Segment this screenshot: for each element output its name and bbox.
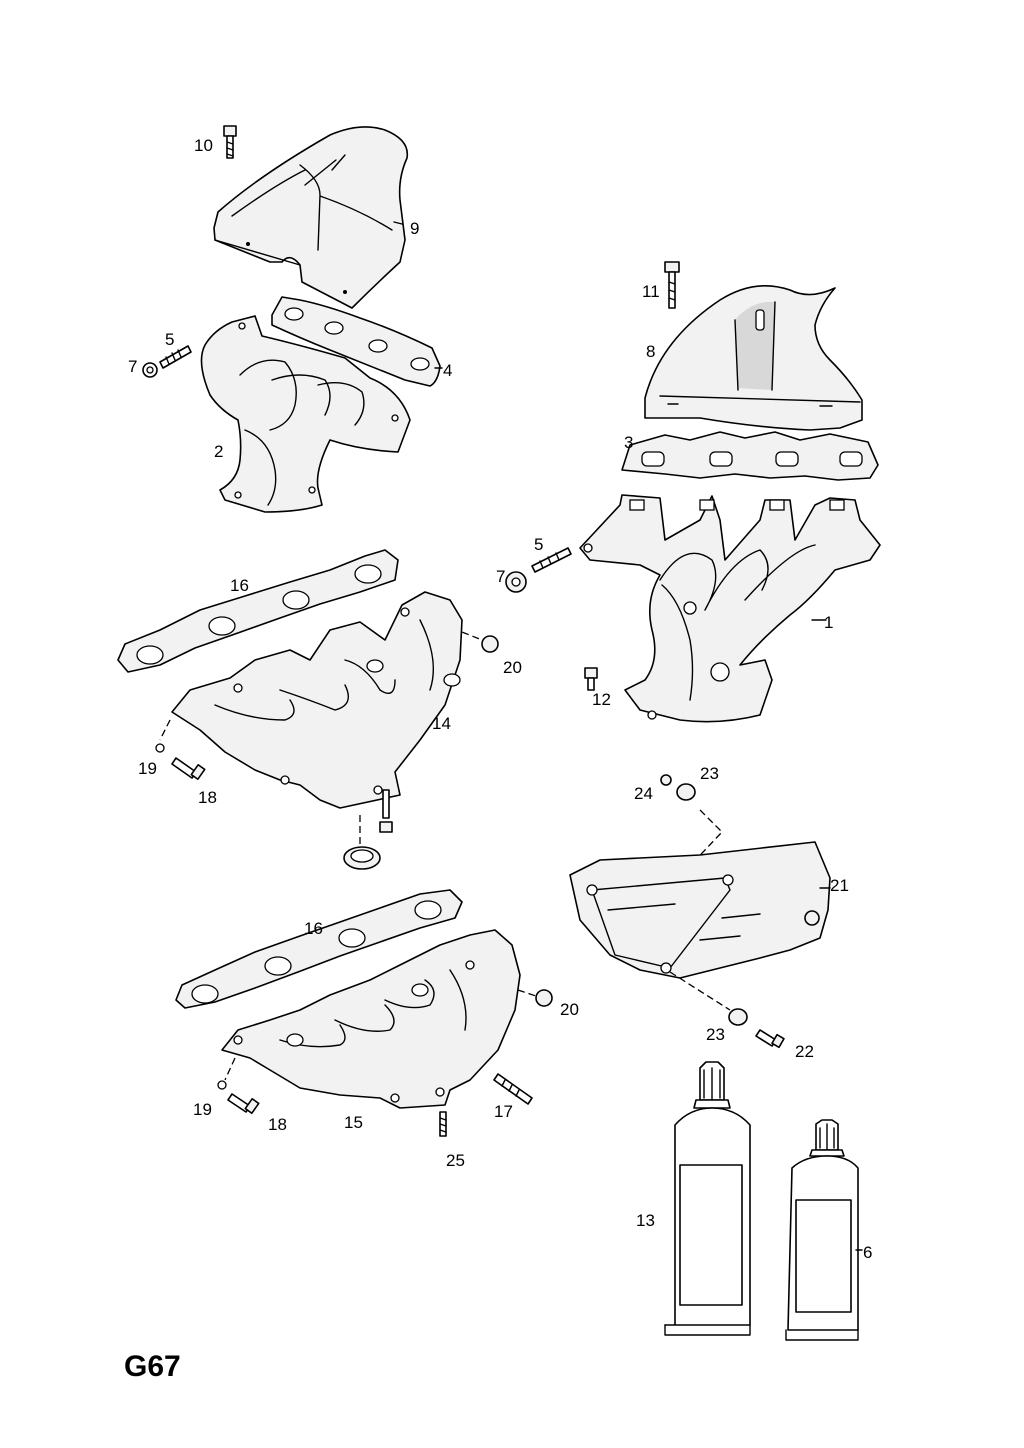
part-18-bolt-lower	[227, 1093, 260, 1115]
part-4-gasket	[271, 296, 441, 387]
callout-14: 14	[432, 714, 451, 733]
part-5-stud-right	[531, 547, 572, 573]
part-5-stud-left	[159, 345, 192, 369]
callout-25: 25	[446, 1151, 465, 1170]
callout-23-upper: 23	[700, 764, 719, 783]
callout-19-upper: 19	[138, 759, 157, 778]
part-11-bolt	[664, 261, 680, 309]
part-17-stud	[493, 1073, 533, 1105]
part-22-bolt	[755, 1029, 785, 1049]
callout-5-right: 5	[534, 535, 543, 554]
part-12-bolt	[584, 667, 598, 691]
callout-12: 12	[592, 690, 611, 709]
callout-6: 6	[863, 1243, 872, 1262]
callout-15: 15	[344, 1113, 363, 1132]
part-14-stud-and-nut	[379, 789, 393, 833]
diagram-code: G67	[124, 1350, 181, 1383]
callout-9: 9	[410, 219, 419, 238]
callout-17: 17	[494, 1102, 513, 1121]
part-14-exhaust-manifold	[159, 591, 463, 809]
part-19-washer-upper	[155, 743, 165, 753]
callout-13: 13	[636, 1211, 655, 1230]
part-20-nut-lower	[517, 989, 553, 1007]
leader-lines	[393, 221, 863, 1251]
part-16-gasket-lower	[175, 889, 463, 1009]
callout-7-left: 7	[128, 357, 137, 376]
part-14-seal-ring	[343, 815, 381, 870]
callout-24: 24	[634, 784, 653, 803]
part-19-washer-lower	[217, 1080, 227, 1090]
part-25-stud	[439, 1111, 447, 1137]
callout-3: 3	[624, 433, 633, 452]
callout-1: 1	[824, 613, 833, 632]
callout-22: 22	[795, 1042, 814, 1061]
callout-19-lower: 19	[193, 1100, 212, 1119]
part-7-nut-right	[505, 571, 527, 593]
part-6-sealant-tube	[785, 1119, 859, 1341]
part-1-exhaust-manifold	[579, 494, 881, 723]
callout-18-upper: 18	[198, 788, 217, 807]
callout-7-right: 7	[496, 567, 505, 586]
callout-23-lower: 23	[706, 1025, 725, 1044]
callout-16-upper: 16	[230, 576, 249, 595]
part-21-heat-shield	[569, 809, 831, 1011]
part-23-spacer-lower	[728, 1008, 748, 1026]
part-13-sealant-tube	[664, 1061, 751, 1336]
callout-21: 21	[830, 876, 849, 895]
part-16-gasket-upper	[117, 549, 399, 673]
callout-20-upper: 20	[503, 658, 522, 677]
part-10-bolt	[223, 125, 237, 159]
callouts: 10 9 5 7 4 2 11 8 3 5 7 1 12 16 20 14 19…	[128, 136, 872, 1262]
callout-11: 11	[642, 282, 660, 301]
part-8-heat-shield	[644, 284, 863, 431]
callout-4: 4	[443, 361, 452, 380]
part-3-gasket	[621, 431, 879, 481]
callout-16-lower: 16	[304, 919, 323, 938]
callout-10: 10	[194, 136, 213, 155]
part-7-nut-left	[142, 362, 158, 378]
callout-18-lower: 18	[268, 1115, 287, 1134]
part-23-spacer-upper	[676, 783, 696, 801]
part-24-washer	[660, 774, 672, 786]
callout-8: 8	[646, 342, 655, 361]
callout-20-lower: 20	[560, 1000, 579, 1019]
callout-5-left: 5	[165, 330, 174, 349]
part-9-heat-shield	[213, 126, 409, 309]
callout-2: 2	[214, 442, 223, 461]
part-18-bolt-upper	[171, 757, 206, 781]
part-2-exhaust-manifold	[200, 315, 411, 513]
part-15-exhaust-manifold	[221, 929, 521, 1109]
